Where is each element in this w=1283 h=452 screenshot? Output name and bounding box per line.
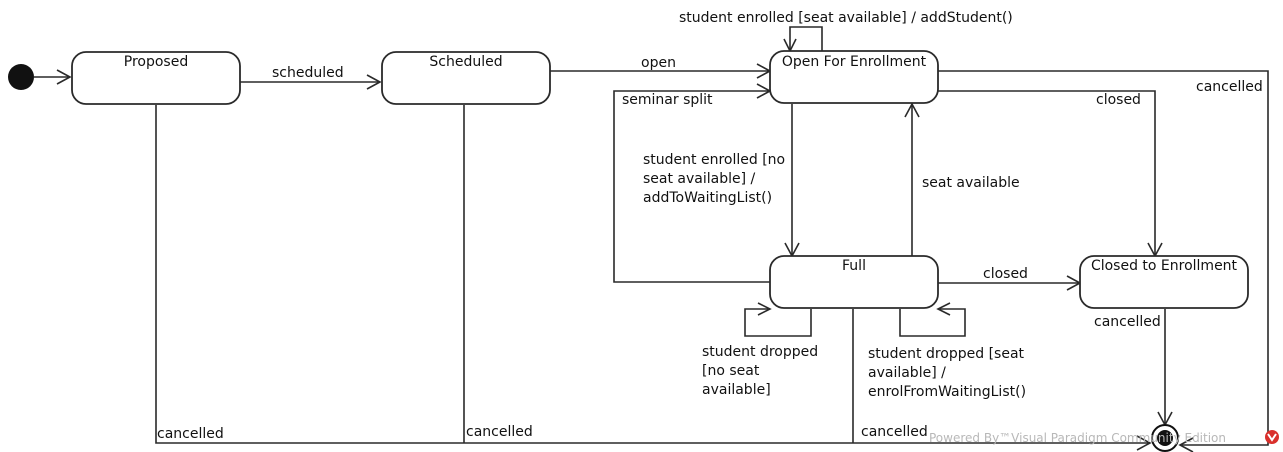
state-label-proposed: Proposed bbox=[124, 54, 188, 70]
label-scheduled: scheduled bbox=[272, 65, 344, 81]
label-dropped-seat-line-3: enrolFromWaitingList() bbox=[868, 384, 1026, 400]
label-dropped-seat-line-2: available] / bbox=[868, 365, 946, 381]
label-proposed-cancelled: cancelled bbox=[157, 426, 224, 442]
state-proposed bbox=[71, 51, 241, 105]
label-full-closed: closed bbox=[983, 266, 1028, 282]
label-open-closed: closed bbox=[1096, 92, 1141, 108]
label-open-self: student enrolled [seat available] / addS… bbox=[679, 10, 1013, 26]
label-open-cancelled: cancelled bbox=[1196, 79, 1263, 95]
edge-open-self-loop bbox=[789, 26, 823, 51]
label-seat-available: seat available bbox=[922, 175, 1020, 191]
edge-open-cancelled bbox=[937, 70, 1269, 446]
arrowhead-open-cancelled bbox=[1178, 437, 1194, 452]
label-scheduled-cancelled: cancelled bbox=[466, 424, 533, 440]
edge-open-closed bbox=[937, 90, 1156, 256]
label-dropped-no-seat-line-3: available] bbox=[702, 382, 771, 398]
arrowhead-proposed-scheduled bbox=[366, 74, 382, 90]
state-full bbox=[769, 255, 939, 309]
watermark-text: Powered By™Visual Paradigm Community Edi… bbox=[929, 431, 1226, 445]
label-dropped-seat-line-1: student dropped [seat bbox=[868, 346, 1025, 362]
state-label-closed-to-enrollment: Closed to Enrollment bbox=[1091, 258, 1238, 274]
state-label-open-for-enrollment: Open For Enrollment bbox=[782, 54, 927, 70]
arrowhead-initial-proposed bbox=[56, 69, 72, 85]
state-label-full: Full bbox=[842, 258, 866, 274]
label-dropped-no-seat-line-1: student dropped bbox=[702, 344, 818, 360]
state-open-for-enrollment bbox=[769, 50, 939, 104]
edge-full-dropped-no-seat bbox=[744, 308, 812, 337]
edge-proposed-cancelled bbox=[155, 105, 1150, 444]
label-open: open bbox=[641, 55, 676, 71]
state-closed-to-enrollment bbox=[1079, 255, 1249, 309]
label-closed-cancelled: cancelled bbox=[1094, 314, 1161, 330]
state-scheduled bbox=[381, 51, 551, 105]
initial-state bbox=[8, 64, 34, 90]
edge-full-dropped-seat bbox=[899, 308, 966, 337]
arrowhead-full-dropped-no-seat bbox=[757, 302, 772, 316]
state-label-scheduled: Scheduled bbox=[429, 54, 502, 70]
label-to-full-line-1: student enrolled [no bbox=[643, 152, 785, 168]
label-to-full-line-2: seat available] / bbox=[643, 171, 756, 187]
final-state bbox=[1151, 424, 1179, 452]
edge-seminar-split bbox=[613, 90, 770, 283]
label-full-cancelled: cancelled bbox=[861, 424, 928, 440]
watermark-logo-icon bbox=[1265, 430, 1279, 444]
arrowhead-full-open bbox=[904, 102, 920, 118]
arrowhead-full-dropped-seat bbox=[936, 302, 951, 316]
label-dropped-no-seat-line-2: [no seat bbox=[702, 363, 760, 379]
label-to-full-line-3: addToWaitingList() bbox=[643, 190, 772, 206]
label-seminar-split: seminar split bbox=[622, 92, 713, 108]
arrowhead-bottom-cancelled bbox=[1136, 435, 1152, 451]
